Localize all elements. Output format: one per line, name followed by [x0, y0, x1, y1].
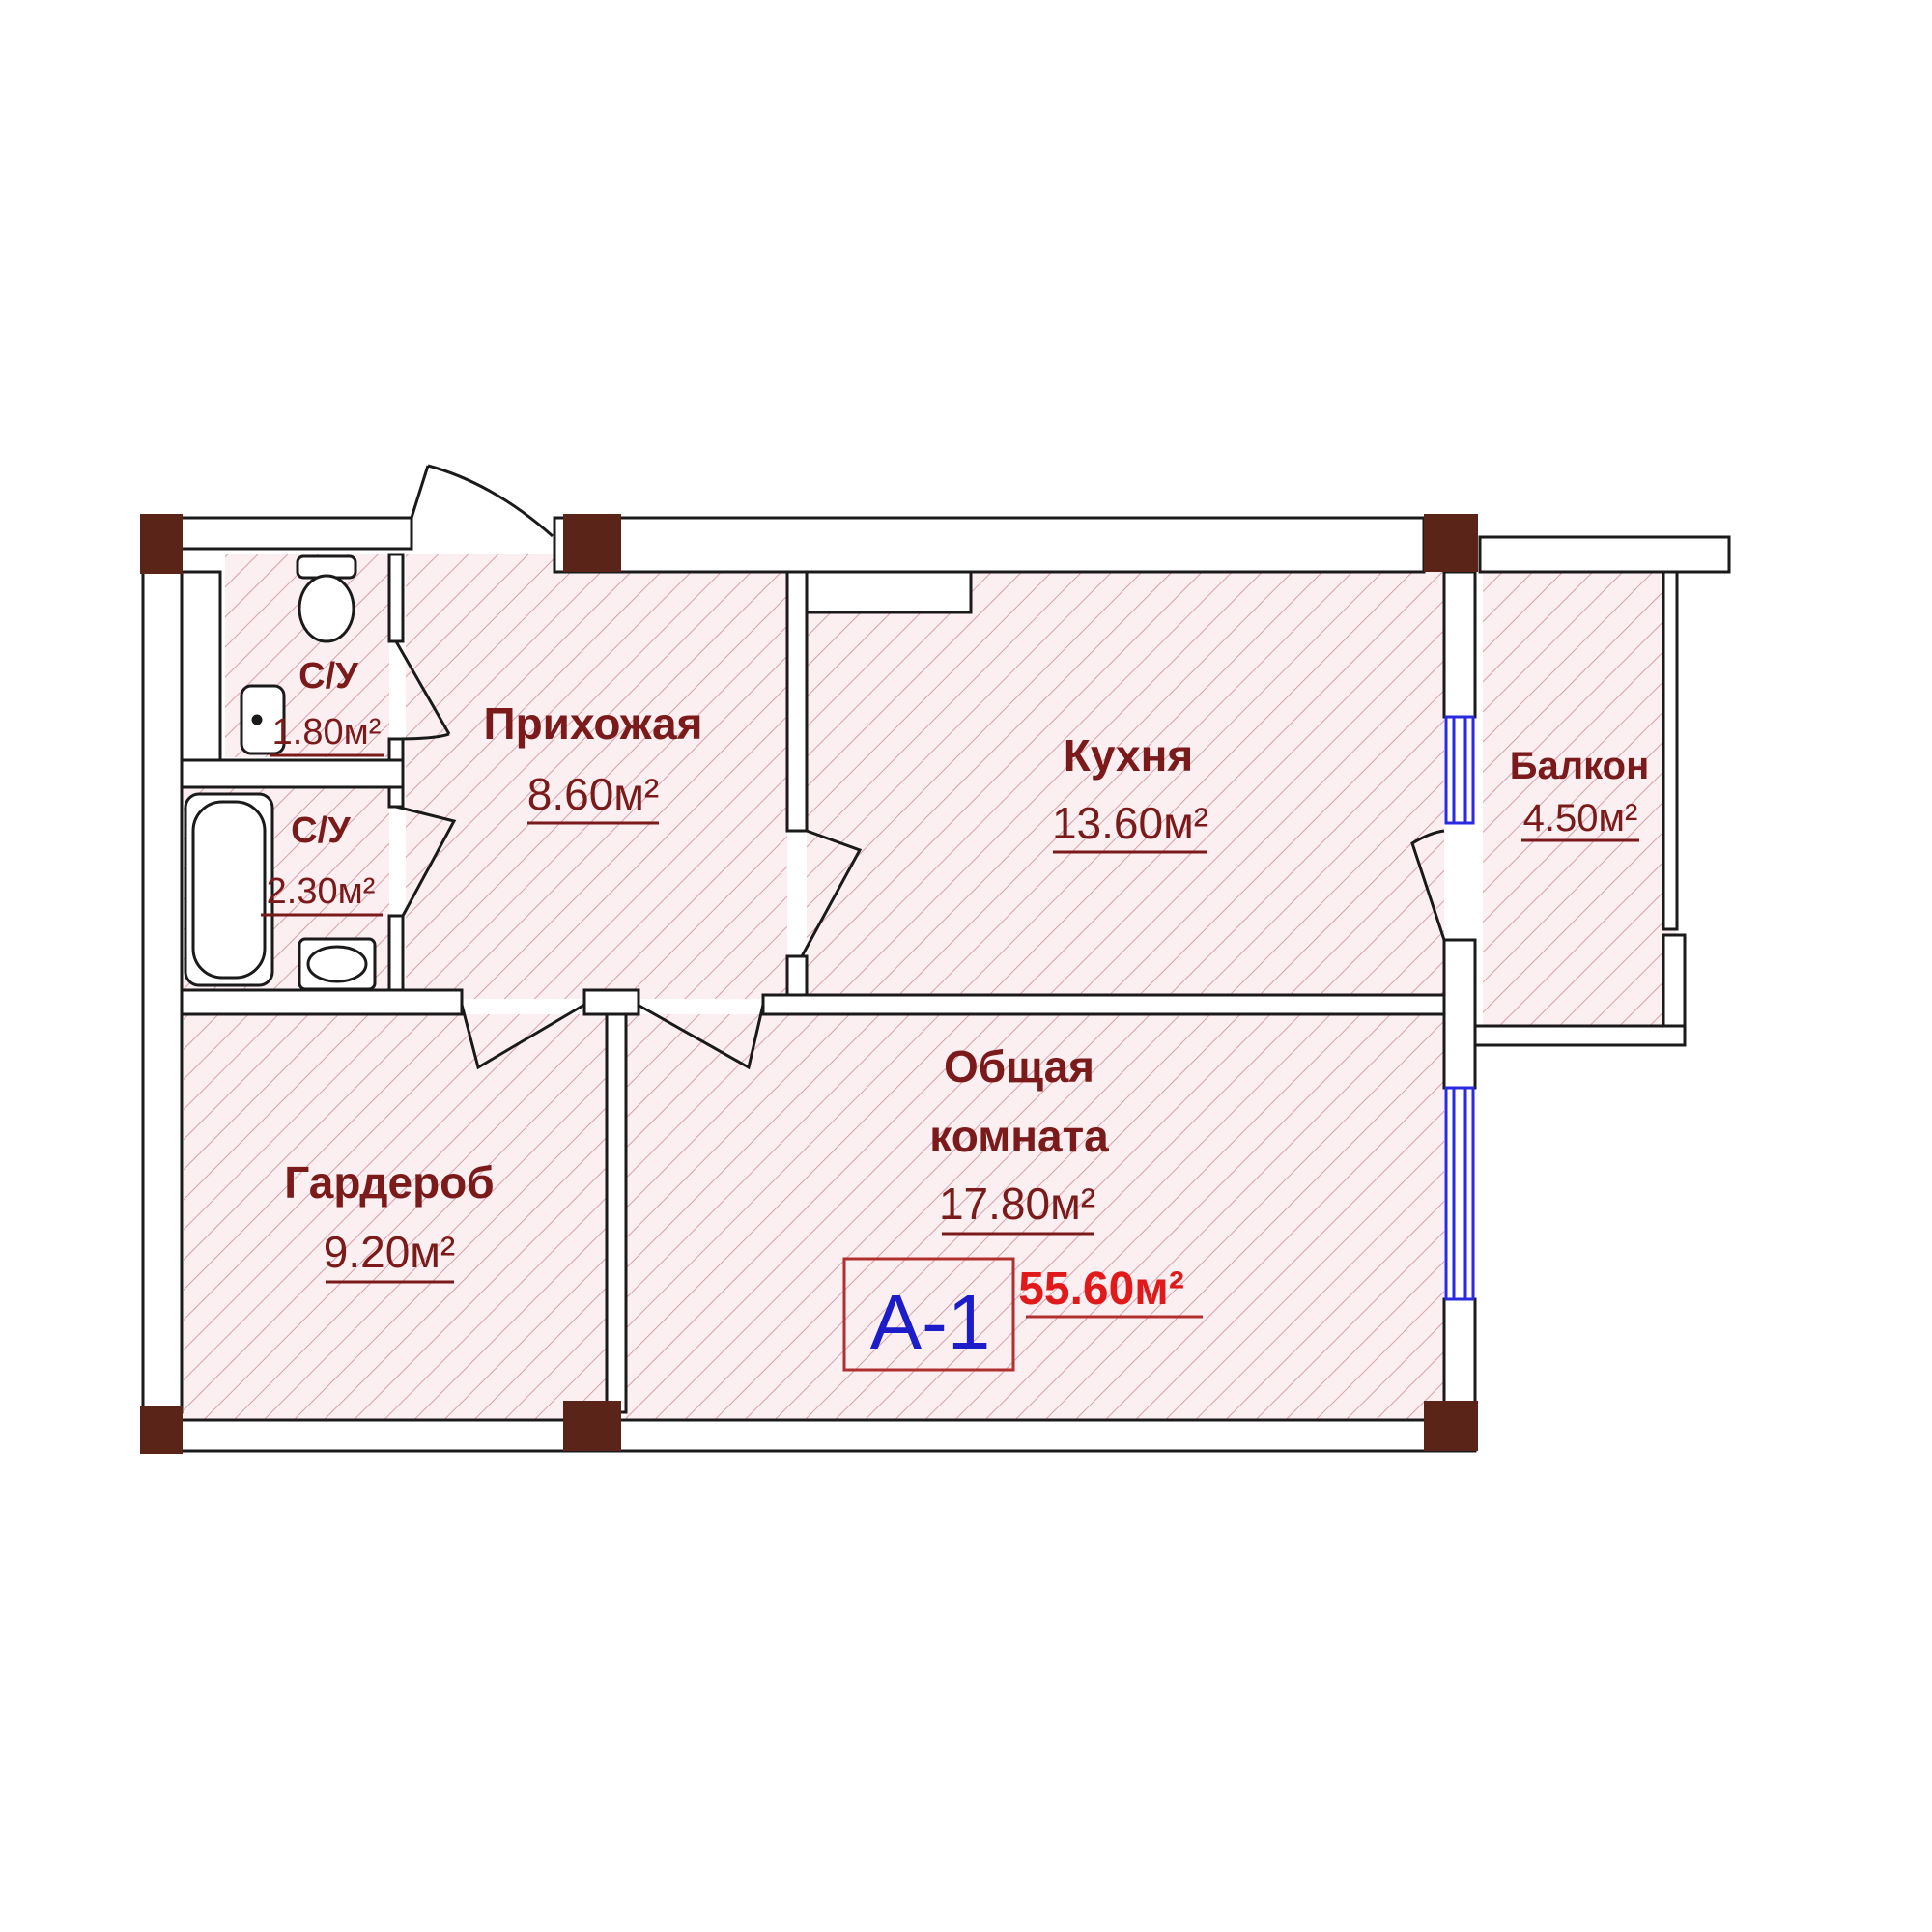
wall-wardrobe-top [582, 988, 640, 1016]
wardrobe-area: 9.20м² [324, 1227, 455, 1277]
hall-name: Прихожая [484, 698, 703, 749]
sink-icon [240, 684, 286, 755]
column-top-right [1424, 514, 1478, 572]
room-floors [184, 554, 1676, 1420]
doors [394, 464, 1446, 1070]
wall-wc-hall-upper [387, 553, 405, 643]
wall-right-lower [1442, 1297, 1477, 1414]
wardrobe-name: Гардероб [284, 1157, 494, 1208]
door-wc1 [394, 640, 451, 741]
balcony-area: 4.50м² [1523, 797, 1638, 839]
washbasin-icon [298, 937, 377, 991]
toilet-icon [296, 554, 357, 643]
column-bottom-left [140, 1406, 183, 1454]
wall-right-upper [1442, 570, 1477, 719]
unit-summary: А-1 55.60м² [842, 1257, 1203, 1372]
wall-kitchen-living [761, 993, 1451, 1016]
wc1-name: С/У [298, 656, 358, 696]
window-kitchen [1444, 715, 1475, 825]
wall-balcony-right-lower [1662, 933, 1687, 1034]
bathtub-icon [184, 792, 274, 987]
total-area: 55.60м² [1018, 1264, 1184, 1315]
column-top-mid [563, 514, 621, 572]
wall-wc-hall-lower [387, 914, 405, 997]
hall-floor [406, 554, 787, 999]
balcony-floor [1483, 572, 1676, 1026]
kitchen-floor [807, 572, 1444, 995]
window-living [1444, 1086, 1475, 1301]
wc1-area: 1.80м² [272, 712, 382, 753]
wall-hall-kitchen-upper [785, 570, 809, 833]
room-labels: С/У 1.80м² С/У 2.30м² Прихожая 8.60м² Ку… [261, 656, 1650, 1284]
unit-id: А-1 [870, 1279, 991, 1365]
wall-wc2-bottom [180, 988, 464, 1016]
fixtures [184, 554, 377, 991]
living-name-line2: комната [929, 1111, 1109, 1161]
column-bottom-right [1424, 1401, 1478, 1451]
column-bottom-mid [563, 1401, 621, 1451]
kitchen-area: 13.60м² [1052, 798, 1208, 848]
wall-left [141, 570, 184, 1414]
kitchen-niche [805, 570, 973, 614]
unit-id-box [842, 1257, 1015, 1372]
wall-top-left [141, 516, 413, 551]
wall-balcony-top [1478, 535, 1731, 574]
wall-bottom [141, 1418, 1477, 1453]
columns [140, 514, 1478, 1454]
wc2-name: С/У [291, 810, 351, 851]
wall-left-inner [180, 570, 222, 762]
door-wc2 [395, 805, 457, 917]
wall-balcony-bottom [1473, 1024, 1687, 1047]
wardrobe-floor [184, 1014, 607, 1420]
hall-area: 8.60м² [527, 769, 659, 819]
living-name-line1: Общая [944, 1041, 1094, 1092]
door-wardrobe [460, 1003, 585, 1070]
wall-top-main [553, 516, 1426, 574]
door-entrance [410, 464, 554, 538]
wall-wc-separator [180, 758, 405, 789]
wall-right-mid [1442, 938, 1477, 1090]
column-top-left [140, 514, 183, 574]
wall-wardrobe-living [605, 998, 628, 1414]
door-balcony [1410, 829, 1446, 941]
door-kitchen [800, 829, 863, 957]
wall-balcony-right [1662, 570, 1679, 931]
kitchen-name: Кухня [1064, 730, 1193, 781]
living-area: 17.80м² [939, 1179, 1095, 1229]
wall-hall-kitchen-lower [785, 954, 809, 997]
balcony-name: Балкон [1510, 745, 1650, 787]
door-living [637, 1003, 765, 1070]
windows [1444, 715, 1475, 1301]
living-floor [626, 1014, 1444, 1420]
wc2-area: 2.30м² [267, 871, 376, 912]
